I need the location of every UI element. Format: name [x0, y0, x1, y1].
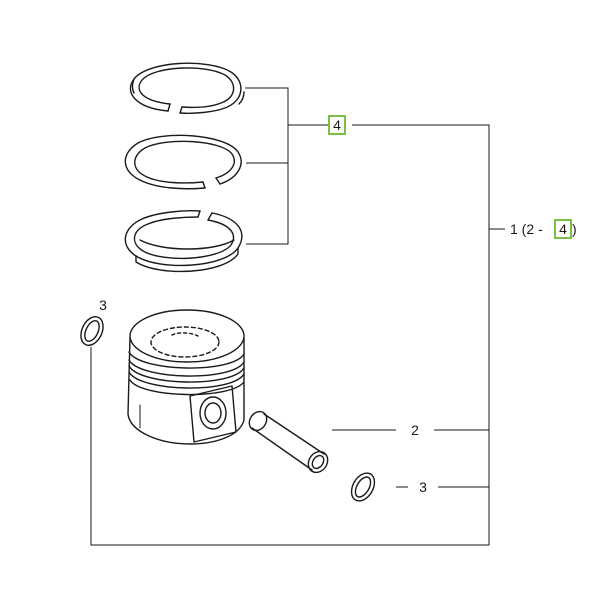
callout-assembly-suffix: )	[572, 221, 577, 237]
callout-assembly-highlight: 4	[559, 221, 567, 237]
callout-snap-ring-left[interactable]: 3	[99, 297, 107, 313]
callout-snap-ring-right-label: 3	[419, 479, 427, 495]
callout-highlight-box	[554, 219, 572, 239]
snap-ring-right[interactable]	[347, 469, 379, 505]
callout-piston-pin[interactable]: 2	[411, 422, 419, 438]
leader-lines	[90, 87, 505, 546]
piston-pin[interactable]	[246, 408, 332, 476]
callout-ring-set[interactable]: 4	[328, 115, 346, 135]
piston-ring-oil[interactable]	[124, 210, 243, 273]
callout-snap-ring-right[interactable]: 3	[419, 479, 427, 495]
callout-highlight-box	[328, 115, 346, 135]
callout-assembly[interactable]: 1 (2 - 4 )	[510, 219, 577, 239]
piston[interactable]	[127, 309, 245, 445]
callout-assembly-prefix: 1 (2 -	[510, 221, 543, 237]
callout-piston-pin-label: 2	[411, 422, 419, 438]
snap-ring-left[interactable]	[77, 313, 108, 349]
callout-snap-ring-left-label: 3	[99, 297, 107, 313]
piston-ring-top[interactable]	[129, 62, 245, 114]
callout-ring-set-label: 4	[333, 117, 341, 133]
piston-ring-middle[interactable]	[124, 134, 242, 190]
